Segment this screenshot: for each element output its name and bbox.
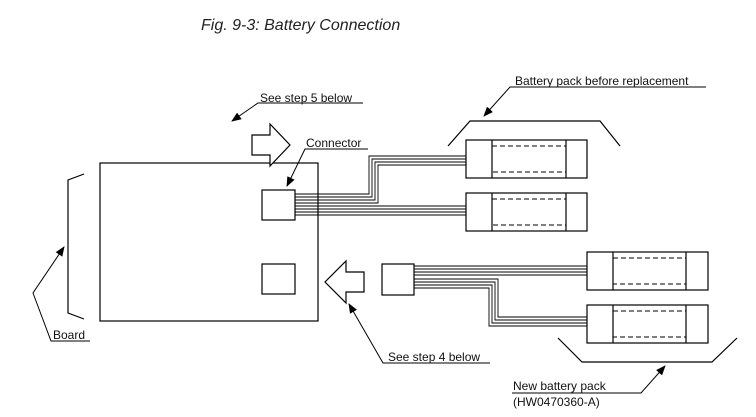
label-board: Board xyxy=(53,328,86,342)
label-see-step-5: See step 5 below xyxy=(260,91,353,105)
leader-new-battery xyxy=(512,365,666,394)
board-connector-new xyxy=(261,263,296,295)
new-battery-cell-upper xyxy=(586,251,709,291)
step-5-block-arrow xyxy=(251,122,291,168)
new-cable-lower xyxy=(414,278,587,327)
board-bracket xyxy=(67,173,85,320)
label-battery-before: Battery pack before replacement xyxy=(515,74,689,88)
leader-see-step-5 xyxy=(231,102,363,122)
step-4-block-arrow xyxy=(324,259,365,305)
board xyxy=(99,162,319,322)
label-new-battery-line1: New battery pack xyxy=(513,379,606,393)
leader-connector xyxy=(286,148,368,187)
leader-see-step-4 xyxy=(348,303,490,364)
leader-battery-before xyxy=(483,86,706,117)
new-battery-connector xyxy=(381,263,415,296)
figure-title: Fig. 9-3: Battery Connection xyxy=(201,17,401,34)
old-battery-cell-lower xyxy=(465,192,588,232)
old-battery-cell-upper xyxy=(465,139,588,179)
label-new-battery-line2: (HW0470360-A) xyxy=(513,395,600,409)
old-cable-lower xyxy=(295,205,467,216)
board-connector-old xyxy=(261,189,296,221)
new-battery-cell-lower xyxy=(586,304,709,344)
new-cable-upper xyxy=(414,265,587,276)
new-battery-bracket xyxy=(557,337,738,363)
old-cable-upper xyxy=(295,155,467,204)
label-connector: Connector xyxy=(306,136,362,150)
leader-board xyxy=(32,246,90,342)
old-battery-bracket xyxy=(447,120,621,147)
label-see-step-4: See step 4 below xyxy=(388,350,481,364)
